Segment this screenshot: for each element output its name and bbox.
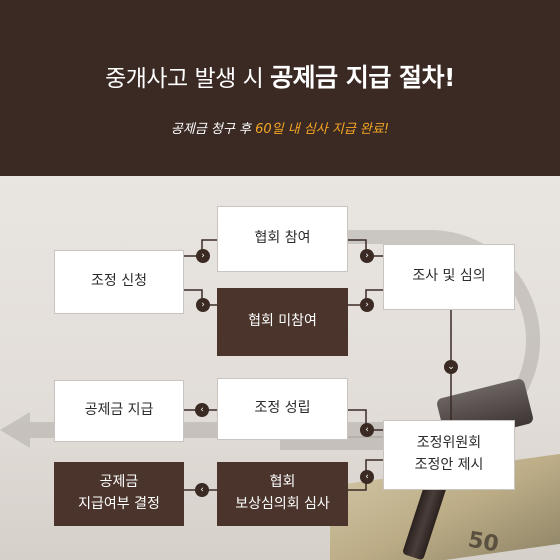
chevron-left-icon: ‹: [195, 403, 209, 417]
chevron-down-icon: ⌄: [444, 360, 458, 374]
box-committee-proposal: 조정위원회 조정안 제시: [383, 420, 515, 490]
subtitle-prefix: 공제금 청구 후: [170, 122, 256, 137]
box-compensation-review: 협회 보상심의회 심사: [217, 462, 348, 526]
chevron-left-icon: ‹: [195, 483, 209, 497]
box-mediation-success: 조정 성립: [217, 378, 348, 440]
connector-node-icon: ›: [360, 249, 374, 263]
box-investigation: 조사 및 심의: [383, 244, 515, 310]
box-mediation-apply: 조정 신청: [54, 250, 184, 314]
box-payment-decision: 공제금 지급여부 결정: [54, 462, 184, 526]
title-prefix: 중개사고 발생 시: [105, 66, 271, 92]
connector-node-icon: ›: [360, 298, 374, 312]
title-highlight: 공제금 지급 절차!: [270, 63, 455, 92]
decorative-arrow: [0, 412, 400, 448]
header-banner: 중개사고 발생 시 공제금 지급 절차! 공제금 청구 후 60일 내 심사 지…: [0, 0, 560, 176]
box-assoc-join: 협회 참여: [217, 206, 348, 272]
connector-node-icon: ›: [196, 249, 210, 263]
connector-node-icon: ›: [196, 298, 210, 312]
subtitle-highlight: 60일 내 심사 지급 완료!: [255, 122, 390, 137]
page-title: 중개사고 발생 시 공제금 지급 절차!: [0, 58, 560, 94]
page-subtitle: 공제금 청구 후 60일 내 심사 지급 완료!: [0, 118, 560, 137]
connector-node-icon: ‹: [360, 470, 374, 484]
box-assoc-nonjoin: 협회 미참여: [217, 288, 348, 356]
connector-node-icon: ‹: [360, 423, 374, 437]
box-payment: 공제금 지급: [54, 380, 184, 442]
